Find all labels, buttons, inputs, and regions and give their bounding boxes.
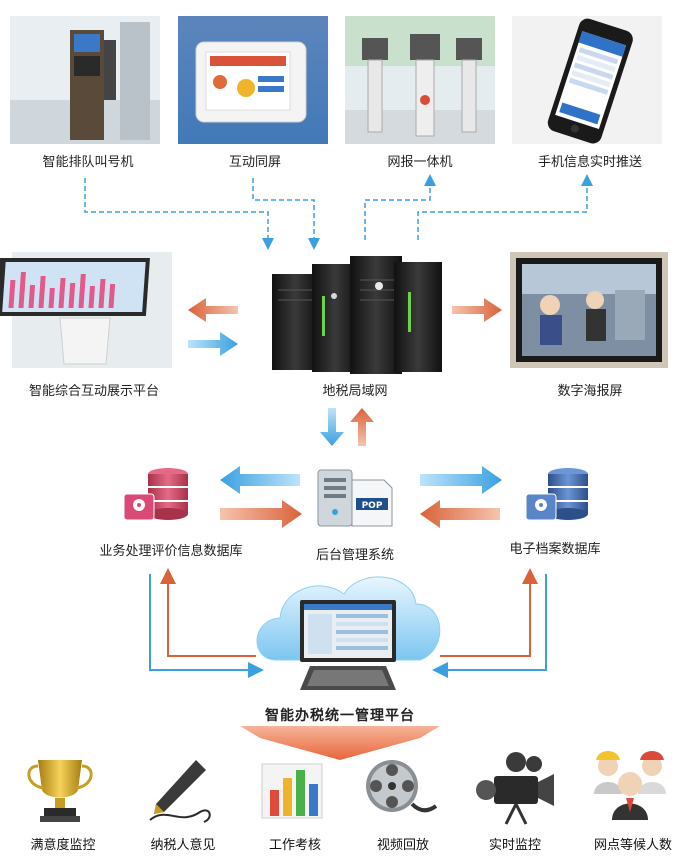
- film-reel-icon: [366, 760, 438, 813]
- pop-badge: POP: [362, 501, 383, 511]
- label-platform: 智能办税统一管理平台: [265, 708, 415, 724]
- dashed-links: [84, 174, 593, 250]
- bar-chart-icon: [261, 763, 323, 819]
- label-db-right: 电子档案数据库: [509, 542, 601, 557]
- label-network: 地税局域网: [322, 384, 388, 399]
- label-backend: 后台管理系统: [315, 548, 394, 563]
- label-mobile-push: 手机信息实时推送: [537, 155, 642, 170]
- platform-links: [149, 568, 547, 678]
- flow-arrows-backend: [220, 466, 502, 528]
- platform-output-arrow: [240, 726, 440, 760]
- label-online-report-kiosk: 网报一体机: [387, 155, 453, 170]
- tablet-screen-icon: [178, 16, 328, 144]
- wall-display-icon: [510, 252, 668, 368]
- label-display-platform: 智能综合互动展示平台: [28, 384, 159, 399]
- touch-table-icon: [0, 252, 172, 368]
- video-camera-icon: [476, 752, 554, 825]
- label-module-taxpayer-opinion: 纳税人意见: [150, 838, 216, 853]
- label-module-video-playback: 视频回放: [376, 838, 429, 853]
- label-interactive-screen: 互动同屏: [228, 155, 281, 170]
- label-module-live-monitoring: 实时监控: [488, 838, 541, 853]
- flow-arrows-network: [320, 408, 374, 446]
- label-module-satisfaction: 满意度监控: [30, 838, 96, 853]
- label-db-left: 业务处理评价信息数据库: [99, 544, 243, 559]
- smartphone-icon: [512, 16, 662, 144]
- cloud-computer-icon: [256, 576, 441, 690]
- label-module-work-assessment: 工作考核: [268, 838, 321, 853]
- database-icon: [525, 468, 588, 521]
- label-digital-poster: 数字海报屏: [557, 384, 623, 399]
- pop-server-icon: POP: [317, 469, 393, 527]
- database-icon: [123, 468, 188, 521]
- server-rack-icon: [272, 256, 442, 374]
- flow-arrows-display: [188, 298, 502, 356]
- people-group-icon: [594, 751, 666, 820]
- trophy-icon: [27, 760, 93, 822]
- label-queue-kiosk: 智能排队叫号机: [42, 155, 134, 170]
- self-service-kiosk-icon: [345, 16, 495, 144]
- label-module-waiting-count: 网点等候人数: [593, 838, 672, 853]
- fountain-pen-icon: [149, 760, 211, 823]
- queue-kiosk-icon: [10, 16, 160, 144]
